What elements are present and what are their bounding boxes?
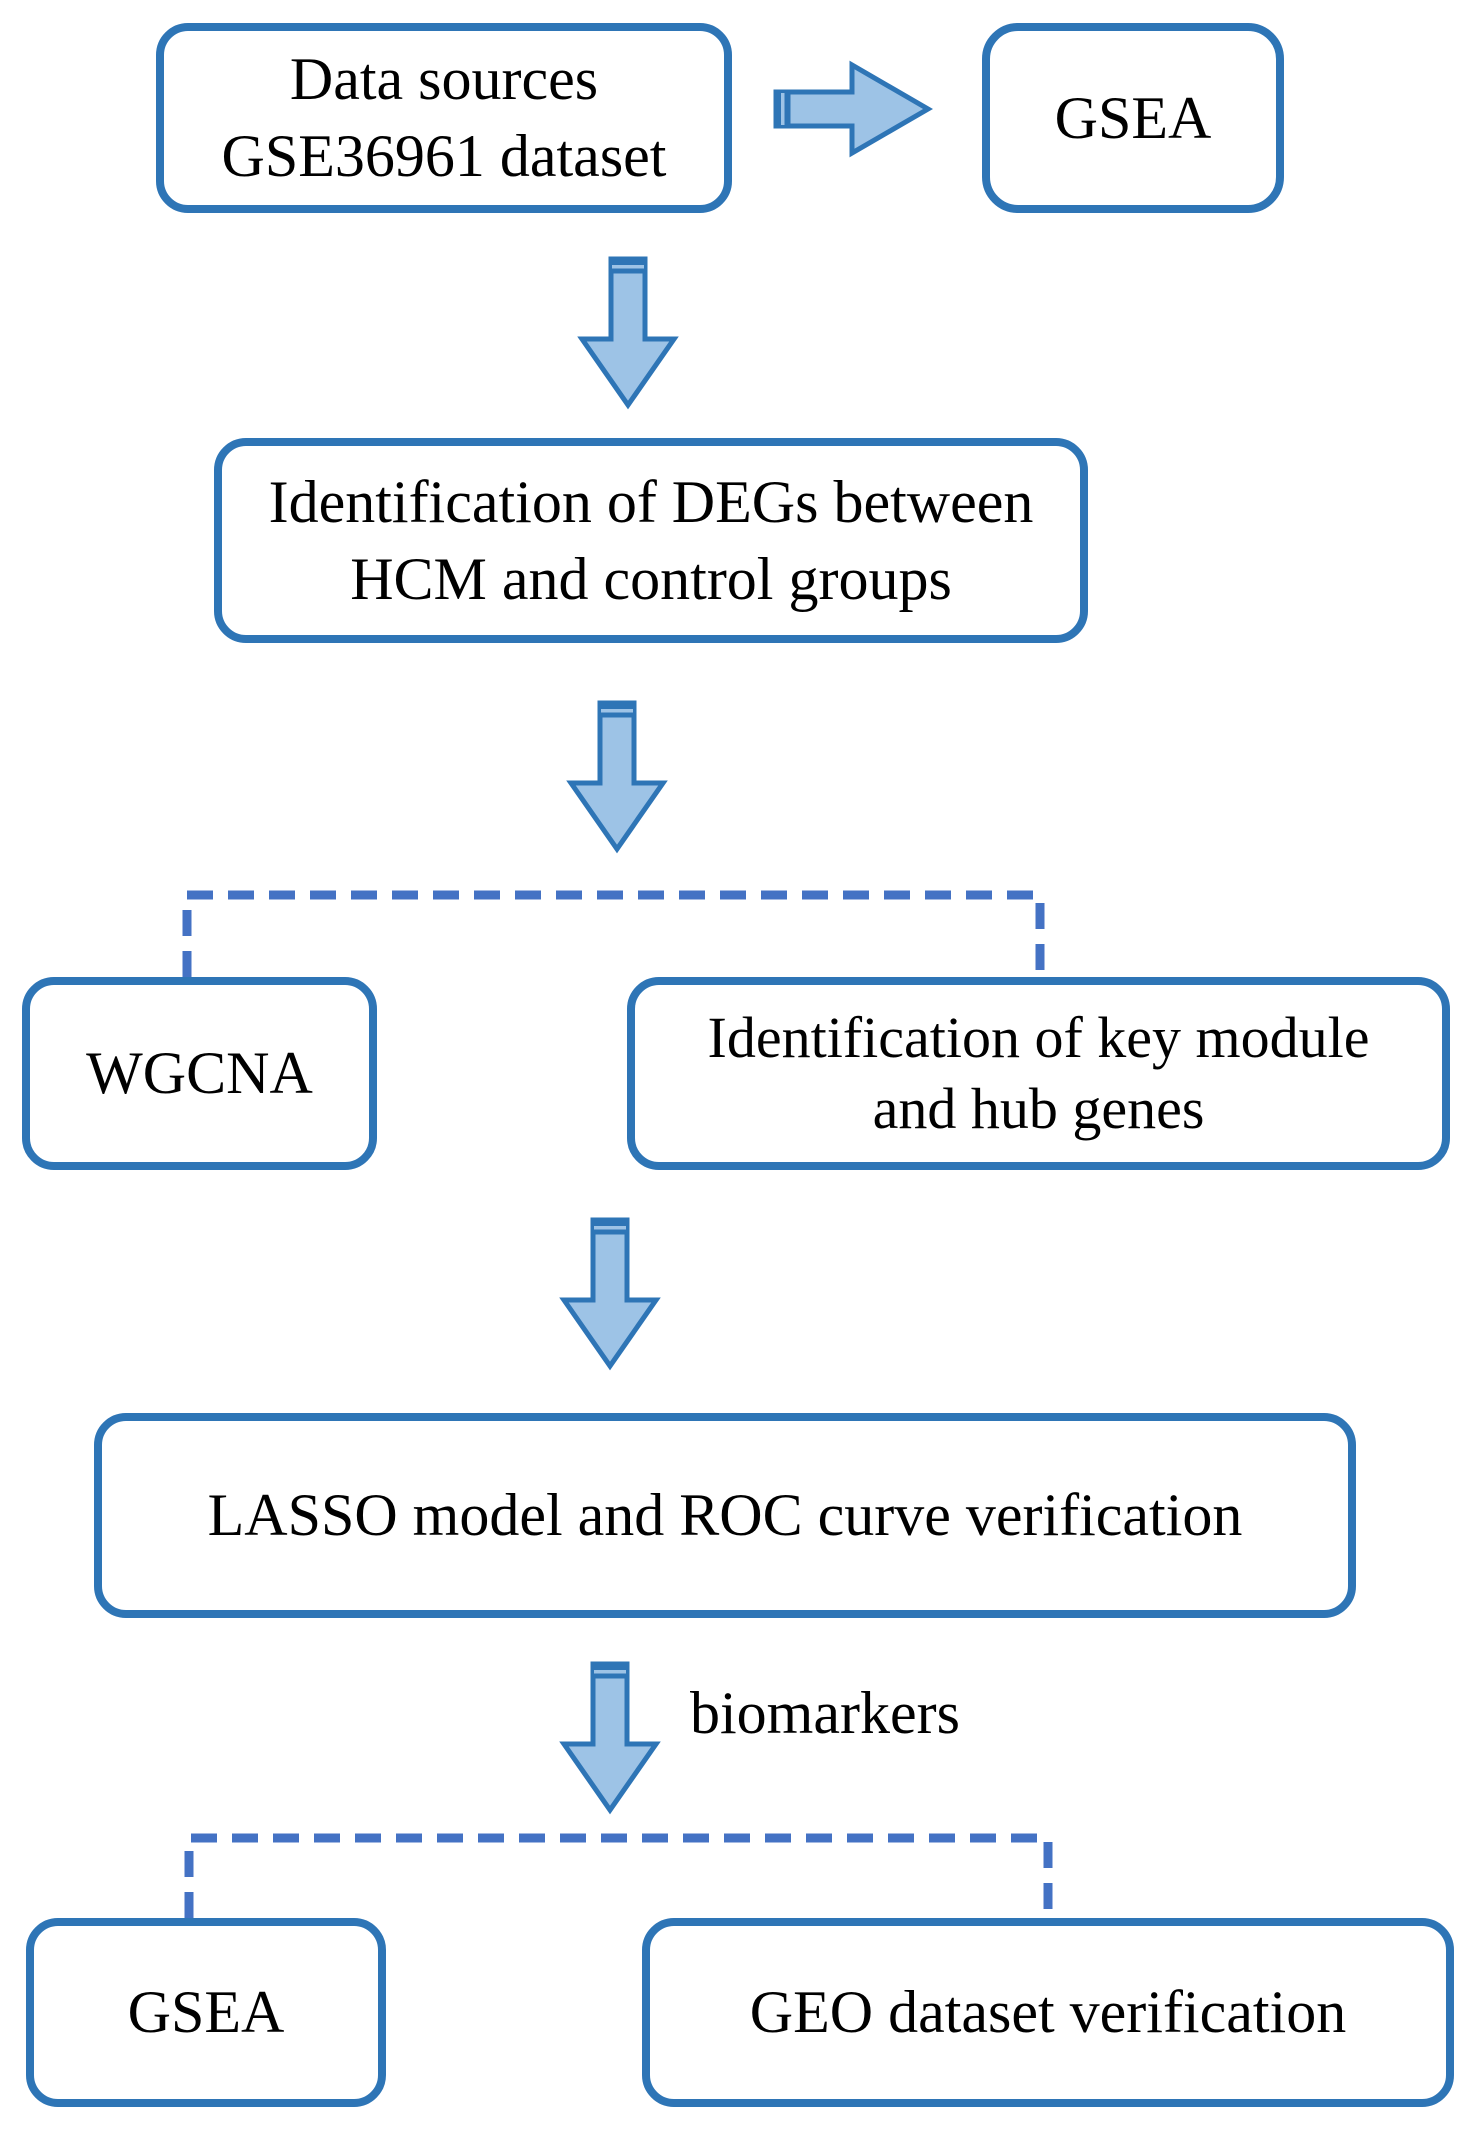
dashed-connector-bottom xyxy=(184,1833,1053,1918)
node-degs: Identification of DEGs between HCM and c… xyxy=(214,438,1088,643)
node-key-module-line2: and hub genes xyxy=(872,1075,1205,1141)
biomarkers-label: biomarkers xyxy=(690,1680,960,1746)
node-gsea-bottom-label: GSEA xyxy=(127,1979,285,2046)
node-wgcna: WGCNA xyxy=(22,977,377,1170)
node-wgcna-label: WGCNA xyxy=(86,1040,313,1107)
node-gsea-bottom: GSEA xyxy=(26,1918,386,2107)
node-degs-line2: HCM and control groups xyxy=(350,545,952,612)
node-data-sources-line2: GSE36961 dataset xyxy=(221,123,667,189)
flow-arrow-down-1 xyxy=(577,256,679,410)
dashed-connector-top xyxy=(182,890,1045,977)
node-data-sources-line1: Data sources xyxy=(289,46,599,113)
node-degs-line1: Identification of DEGs between xyxy=(268,468,1034,535)
node-key-module-line1: Identification of key module xyxy=(707,1004,1370,1070)
flow-arrow-right-to-gsea xyxy=(773,60,933,158)
node-lasso-label: LASSO model and ROC curve verification xyxy=(207,1482,1243,1549)
node-geo: GEO dataset verification xyxy=(642,1918,1454,2107)
node-data-sources: Data sources GSE36961 dataset xyxy=(156,23,732,213)
node-gsea-top-label: GSEA xyxy=(1054,84,1212,151)
flow-arrow-down-3 xyxy=(559,1217,661,1371)
node-geo-label: GEO dataset verification xyxy=(749,1979,1347,2046)
node-gsea-top: GSEA xyxy=(982,23,1284,213)
flow-arrow-down-4 xyxy=(559,1661,661,1815)
flow-arrow-down-2 xyxy=(566,700,668,854)
node-lasso: LASSO model and ROC curve verification xyxy=(94,1413,1356,1618)
node-key-module: Identification of key module and hub gen… xyxy=(627,977,1450,1170)
